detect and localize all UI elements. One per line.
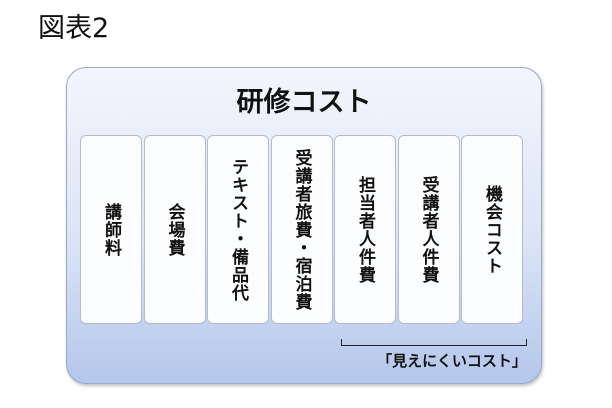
cost-item-label: 会場費 <box>164 202 185 257</box>
cost-item-label: 担当者人件費 <box>355 175 375 284</box>
cost-item: 受講者旅費・宿泊費 <box>270 135 333 324</box>
cost-item-label: 機会コスト <box>482 184 502 275</box>
cost-item: テキスト・備品代 <box>207 135 269 324</box>
cost-items: 講師料 会場費 テキスト・備品代 受講者旅費・宿泊費 担当者人件費 受講者人件費… <box>80 135 523 324</box>
cost-item-label: 受講者旅費・宿泊費 <box>291 148 312 311</box>
cost-item: 機会コスト <box>461 135 523 324</box>
cost-item-label: 受講者人件費 <box>418 175 439 284</box>
training-cost-box: 研修コスト 講師料 会場費 テキスト・備品代 受講者旅費・宿泊費 担当者人件費 … <box>66 67 542 384</box>
hidden-cost-label: 「見えにくいコスト」 <box>377 352 527 370</box>
cost-item: 担当者人件費 <box>334 135 396 324</box>
diagram-title: 研修コスト <box>236 87 372 118</box>
figure-label: 図表2 <box>38 13 110 44</box>
cost-item: 会場費 <box>143 135 206 324</box>
cost-item: 講師料 <box>80 135 142 324</box>
hidden-cost-bracket <box>341 339 527 346</box>
cost-item-label: 講師料 <box>101 202 121 257</box>
cost-item: 受講者人件費 <box>397 135 460 324</box>
cost-item-label: テキスト・備品代 <box>228 157 248 302</box>
